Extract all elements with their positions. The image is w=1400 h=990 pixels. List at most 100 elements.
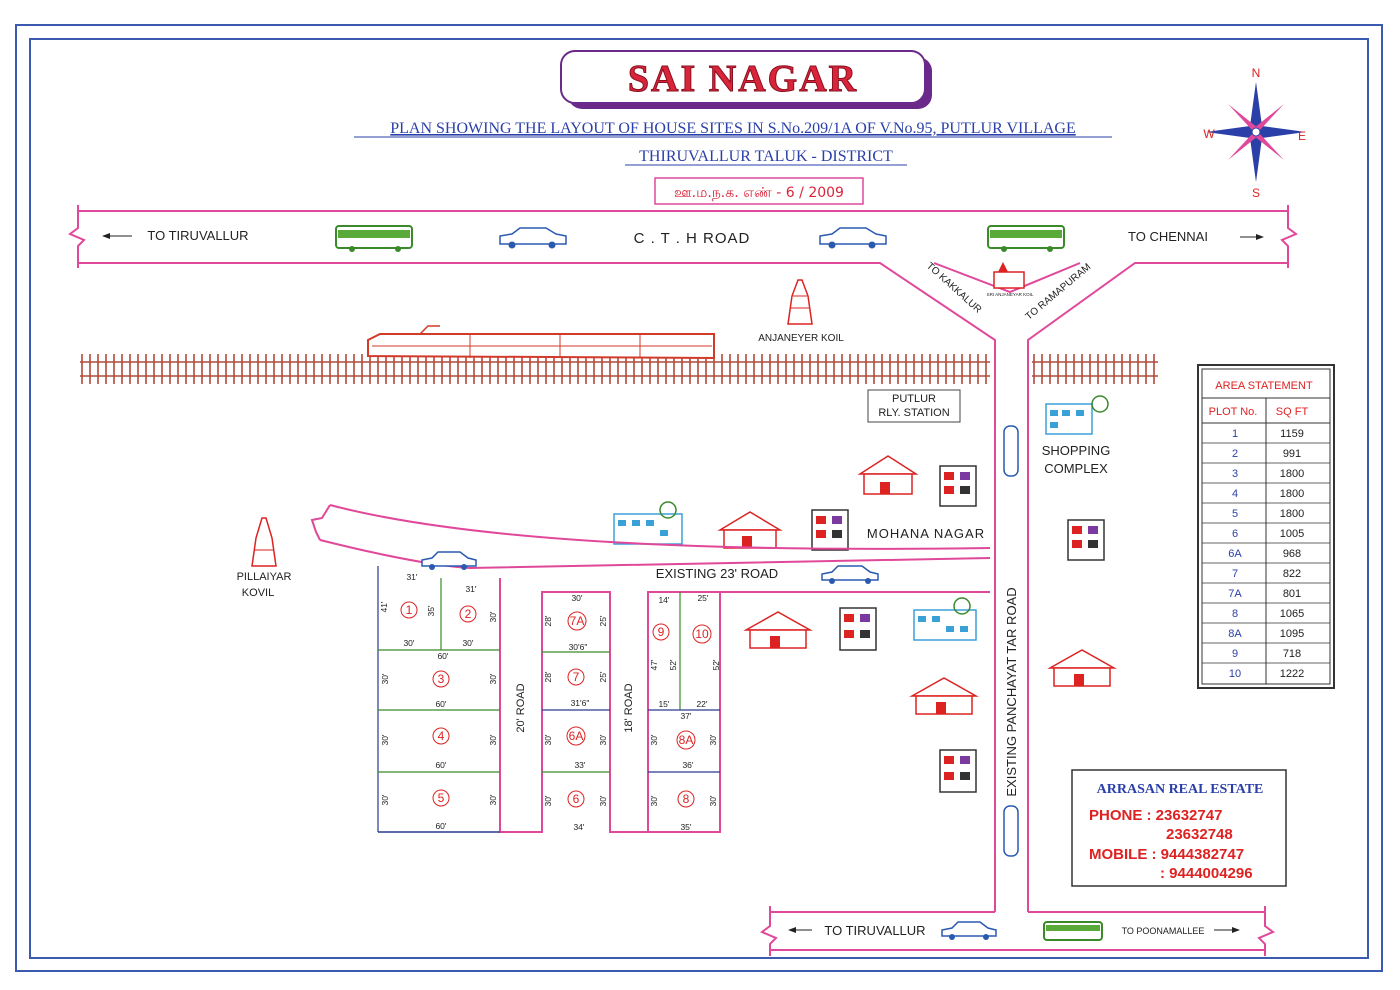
svg-text:60': 60' xyxy=(437,651,448,661)
cell-plot-no: 10 xyxy=(1229,668,1241,680)
svg-text:30': 30' xyxy=(488,734,498,745)
car-icon xyxy=(499,227,567,249)
plot-6: 6 xyxy=(573,792,580,806)
cell-sq-ft: 1159 xyxy=(1280,428,1304,440)
svg-text:35': 35' xyxy=(680,822,691,832)
temple-tower-icon xyxy=(251,517,277,567)
temple-tower-icon xyxy=(787,279,813,325)
svg-text:30': 30' xyxy=(708,795,718,806)
svg-text:30': 30' xyxy=(380,673,390,684)
building-icon xyxy=(1045,395,1109,435)
building-icon xyxy=(613,501,683,545)
svg-text:30': 30' xyxy=(598,734,608,745)
label-to-tiruvallur-bottom: TO TIRUVALLUR xyxy=(824,923,925,938)
svg-text:30': 30' xyxy=(403,638,414,648)
svg-text:25': 25' xyxy=(598,671,608,682)
bus-icon xyxy=(1043,921,1103,941)
cell-plot-no: 1 xyxy=(1232,428,1238,440)
cell-sq-ft: 968 xyxy=(1283,548,1301,560)
svg-text:28': 28' xyxy=(543,671,553,682)
bus-icon xyxy=(987,225,1065,252)
house-icon xyxy=(717,511,783,549)
bus-icon xyxy=(335,225,413,252)
label-to-chennai: TO CHENNAI xyxy=(1128,229,1208,244)
label-road-18: 18' ROAD xyxy=(623,683,635,732)
plot-10: 10 xyxy=(695,627,709,641)
apartment-icon xyxy=(811,509,849,551)
svg-text:31': 31' xyxy=(406,572,417,582)
layout-road-outlines xyxy=(378,578,990,833)
agency-phone-2: 23632748 xyxy=(1166,826,1233,843)
cell-plot-no: 6A xyxy=(1228,548,1242,560)
svg-text:22': 22' xyxy=(696,699,707,709)
svg-text:52': 52' xyxy=(711,659,721,670)
plot-numbers xyxy=(400,601,712,808)
plot-7a: 7A xyxy=(570,614,585,628)
plot-8a: 8A xyxy=(679,733,694,747)
cell-plot-no: 7 xyxy=(1232,568,1238,580)
label-to-tiruvallur-top: TO TIRUVALLUR xyxy=(147,228,248,243)
svg-text:30': 30' xyxy=(708,734,718,745)
svg-text:34': 34' xyxy=(573,822,584,832)
svg-text:15': 15' xyxy=(658,699,669,709)
plot-block-b xyxy=(542,651,610,773)
table-row: 8 1065 xyxy=(1202,608,1330,624)
house-icon xyxy=(743,611,813,649)
svg-text:30': 30' xyxy=(649,795,659,806)
svg-text:41': 41' xyxy=(379,601,389,612)
cell-sq-ft: 1222 xyxy=(1280,668,1304,680)
cell-sq-ft: 1065 xyxy=(1280,608,1304,620)
agency-name: ARRASAN REAL ESTATE xyxy=(1097,782,1264,797)
svg-text:30': 30' xyxy=(488,611,498,622)
svg-text:52': 52' xyxy=(668,659,678,670)
cell-plot-no: 8A xyxy=(1228,628,1242,640)
area-statement-title: AREA STATEMENT xyxy=(1215,380,1313,392)
label-to-kakkalur: TO KAKKALUR xyxy=(924,261,983,316)
label-rly-station: RLY. STATION xyxy=(878,407,949,419)
apartment-icon xyxy=(1067,519,1105,561)
label-to-poonamallee: TO POONAMALLEE xyxy=(1122,926,1205,936)
plot-number-labels: 1 2 3 4 5 7A 7 6A 6 9 10 8A 8 xyxy=(406,603,709,806)
svg-text:37': 37' xyxy=(680,711,691,721)
house-icon xyxy=(1047,649,1117,687)
subtitle-plan: PLAN SHOWING THE LAYOUT OF HOUSE SITES I… xyxy=(390,120,1076,137)
table-row: 1 1159 xyxy=(1202,428,1330,444)
apartment-icon xyxy=(839,607,877,651)
compass-s: S xyxy=(1252,186,1260,200)
label-anjaneyer-koil: ANJANEYER KOIL xyxy=(758,333,844,344)
plot-4: 4 xyxy=(438,729,445,743)
label-kovil: KOVIL xyxy=(242,587,274,599)
cell-sq-ft: 1800 xyxy=(1280,488,1304,500)
header-sq-ft: SQ FT xyxy=(1276,406,1309,418)
svg-text:30': 30' xyxy=(488,673,498,684)
cell-plot-no: 5 xyxy=(1232,508,1238,520)
svg-text:30'6": 30'6" xyxy=(569,642,588,652)
plot-block-c xyxy=(648,592,720,773)
plot-1: 1 xyxy=(406,603,413,617)
building-icon xyxy=(913,597,977,641)
plot-2: 2 xyxy=(465,607,472,621)
car-icon xyxy=(1003,425,1019,477)
cell-plot-no: 9 xyxy=(1232,648,1238,660)
station-box xyxy=(867,389,961,423)
label-pillaiyar: PILLAIYAR xyxy=(237,571,292,583)
car-icon xyxy=(421,551,477,570)
label-putlur: PUTLUR xyxy=(892,393,936,405)
cell-plot-no: 8 xyxy=(1232,608,1238,620)
subtitle-taluk: THIRUVALLUR TALUK - DISTRICT xyxy=(639,148,893,165)
train-icon xyxy=(367,325,715,360)
inner-border xyxy=(29,38,1369,959)
cell-plot-no: 7A xyxy=(1228,588,1242,600)
svg-text:25': 25' xyxy=(598,615,608,626)
cell-sq-ft: 822 xyxy=(1283,568,1301,580)
svg-text:25': 25' xyxy=(697,593,708,603)
svg-text:60': 60' xyxy=(435,821,446,831)
cell-sq-ft: 1800 xyxy=(1280,468,1304,480)
